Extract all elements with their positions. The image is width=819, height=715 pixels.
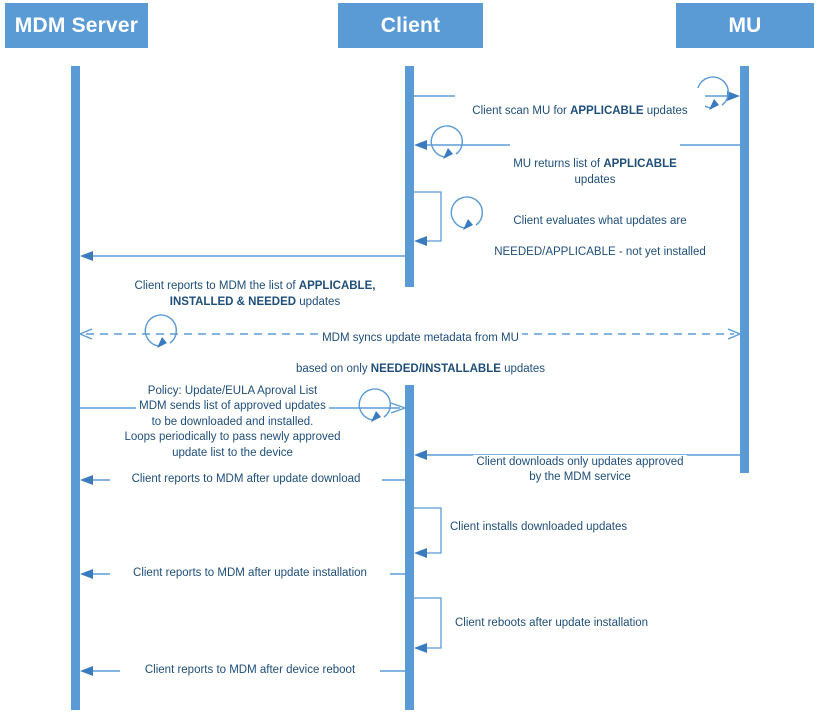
arrow-m5-dashed bbox=[79, 314, 741, 348]
arrow-m3-self bbox=[414, 191, 483, 246]
arrow-m12 bbox=[80, 666, 405, 676]
arrow-m4 bbox=[80, 251, 405, 261]
arrow-m6 bbox=[80, 388, 406, 422]
participant-header-mdm-server[interactable]: MDM Server bbox=[5, 3, 148, 48]
arrow-m9-self bbox=[414, 507, 442, 558]
participant-label-client: Client bbox=[380, 13, 441, 37]
lifeline-mdm-server bbox=[71, 66, 80, 710]
lifeline-client-lower bbox=[405, 385, 414, 710]
participant-label-mu: MU bbox=[728, 13, 762, 37]
participant-header-mu[interactable]: MU bbox=[676, 3, 814, 48]
participant-label-mdm-server: MDM Server bbox=[14, 13, 139, 37]
arrow-m8 bbox=[80, 475, 405, 485]
arrow-m2 bbox=[414, 125, 740, 159]
participant-header-client[interactable]: Client bbox=[338, 3, 483, 48]
arrow-m7 bbox=[414, 450, 740, 460]
lifeline-mu bbox=[740, 66, 749, 473]
arrow-m10 bbox=[80, 569, 405, 579]
arrow-m11-self bbox=[414, 597, 442, 653]
lifeline-client-upper bbox=[405, 66, 414, 287]
arrow-m1 bbox=[414, 76, 740, 110]
